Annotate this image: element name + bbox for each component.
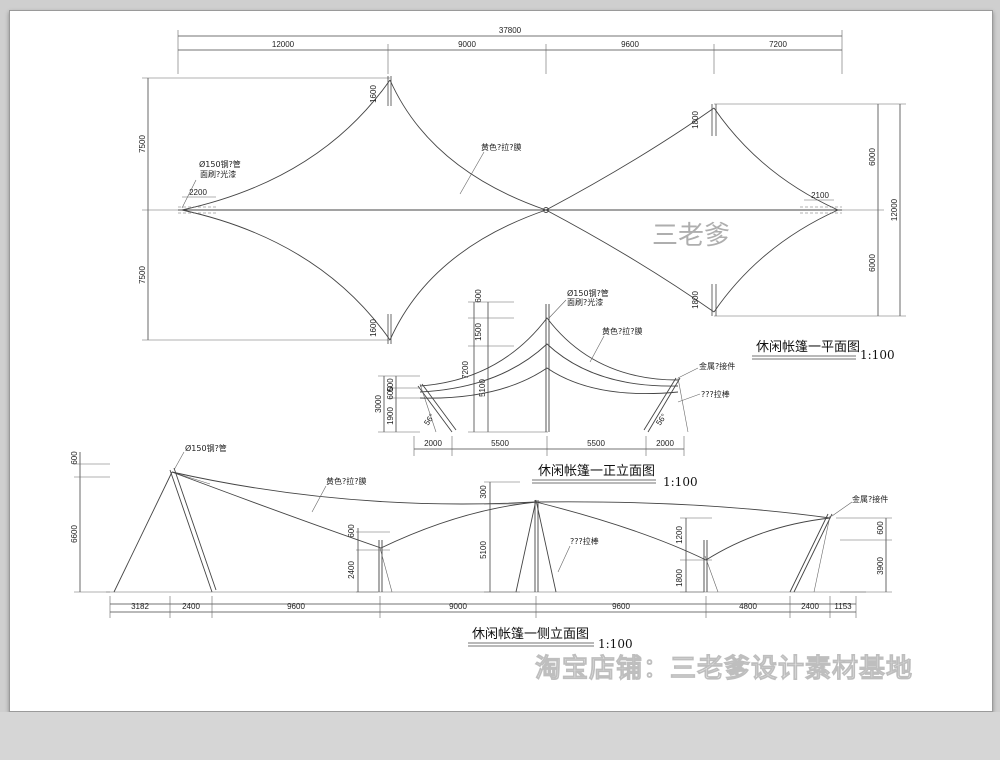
front-note-metal: 金属?接件	[699, 361, 735, 371]
front-base-2: 5500	[491, 439, 509, 448]
plan-total-dim: 37800	[499, 26, 522, 35]
plan-seg-3: 9600	[621, 40, 639, 49]
side-base-2: 2400	[182, 602, 200, 611]
side-note-metal: 金属?接件	[852, 494, 888, 504]
side-scale: 1:100	[598, 637, 633, 651]
plan-mast-bot-right-dim: 1800	[691, 291, 700, 309]
watermark-center: 三老爹	[652, 221, 730, 251]
front-h-5100: 5100	[478, 379, 487, 397]
plan-left-upper-dim: 7500	[138, 135, 147, 153]
side-base-3: 9600	[287, 602, 305, 611]
plan-seg-4: 7200	[769, 40, 787, 49]
plan-left-lower-dim: 7500	[138, 266, 147, 284]
plan-title: 休闲帐篷一平面图	[756, 340, 860, 355]
front-h-1900: 1900	[386, 407, 395, 425]
front-base-4: 2000	[656, 439, 674, 448]
front-h-3000: 3000	[374, 395, 383, 413]
front-note-rod: ???拉棒	[701, 389, 730, 399]
side-note-rod: ???拉棒	[570, 536, 599, 546]
side-h-1200: 1200	[675, 526, 684, 544]
footer-background	[0, 712, 1000, 760]
front-note-pipe-2: 面刷?光漆	[567, 297, 603, 307]
side-h-2400: 2400	[347, 561, 356, 579]
side-base-4: 9000	[449, 602, 467, 611]
front-angle-right: 56°	[654, 412, 668, 427]
side-title: 休闲帐篷一侧立面图	[472, 627, 589, 642]
plan-anchor-right-dim: 2100	[811, 191, 829, 200]
side-h-1800: 1800	[675, 569, 684, 587]
side-h-6600: 6600	[70, 525, 79, 543]
front-elevation: 600 1500 7200 5100 3000 500 600 1900 56°…	[374, 288, 735, 489]
front-h-500: 500	[386, 378, 395, 392]
plan-note-pipe-1: Ø150钢?管	[199, 159, 241, 169]
front-note-membrane: 黄色?拉?膜	[602, 326, 643, 336]
front-base-1: 2000	[424, 439, 442, 448]
side-base-1: 3182	[131, 602, 149, 611]
plan-right-lower-dim: 6000	[868, 254, 877, 272]
plan-scale: 1:100	[860, 348, 895, 362]
plan-right-total-dim: 12000	[890, 198, 899, 221]
front-title: 休闲帐篷一正立面图	[538, 464, 655, 479]
watermark-shop: 淘宝店铺：三老爹设计素材基地	[535, 653, 913, 684]
plan-mast-bot-left-dim: 1600	[369, 319, 378, 337]
side-h-600-right: 600	[876, 521, 885, 535]
plan-seg-1: 12000	[272, 40, 295, 49]
plan-view: 37800 12000 9000 9600 7200 7500 7500 600…	[138, 26, 906, 362]
side-base-6: 4800	[739, 602, 757, 611]
plan-note-membrane: 黄色?拉?膜	[481, 142, 522, 152]
plan-seg-2: 9000	[458, 40, 476, 49]
front-h-7200: 7200	[461, 361, 470, 379]
front-scale: 1:100	[663, 475, 698, 489]
side-elevation: 600 6600 600 2400 300 5100	[70, 443, 892, 651]
side-note-membrane: 黄色?拉?膜	[326, 476, 367, 486]
front-h-1500: 1500	[474, 323, 483, 341]
side-h-300: 300	[479, 485, 488, 499]
front-h-top: 600	[474, 289, 483, 303]
front-angle-left: 56°	[422, 412, 436, 427]
plan-anchor-left-dim: 2200	[189, 188, 207, 197]
plan-mast-top-right-dim: 1800	[691, 111, 700, 129]
side-base-7: 2400	[801, 602, 819, 611]
side-base-8: 1153	[834, 602, 852, 611]
side-h-600-top: 600	[70, 451, 79, 465]
side-base-5: 9600	[612, 602, 630, 611]
front-note-pipe-1: Ø150钢?管	[567, 288, 609, 298]
plan-right-upper-dim: 6000	[868, 148, 877, 166]
front-base-3: 5500	[587, 439, 605, 448]
plan-mast-top-left-dim: 1600	[369, 85, 378, 103]
side-h-600-mid: 600	[347, 524, 356, 538]
front-h-600: 600	[386, 386, 395, 400]
plan-note-pipe-2: 面刷?光漆	[200, 169, 236, 179]
side-note-pipe: Ø150钢?管	[185, 443, 227, 453]
side-h-5100: 5100	[479, 541, 488, 559]
side-h-3900: 3900	[876, 557, 885, 575]
